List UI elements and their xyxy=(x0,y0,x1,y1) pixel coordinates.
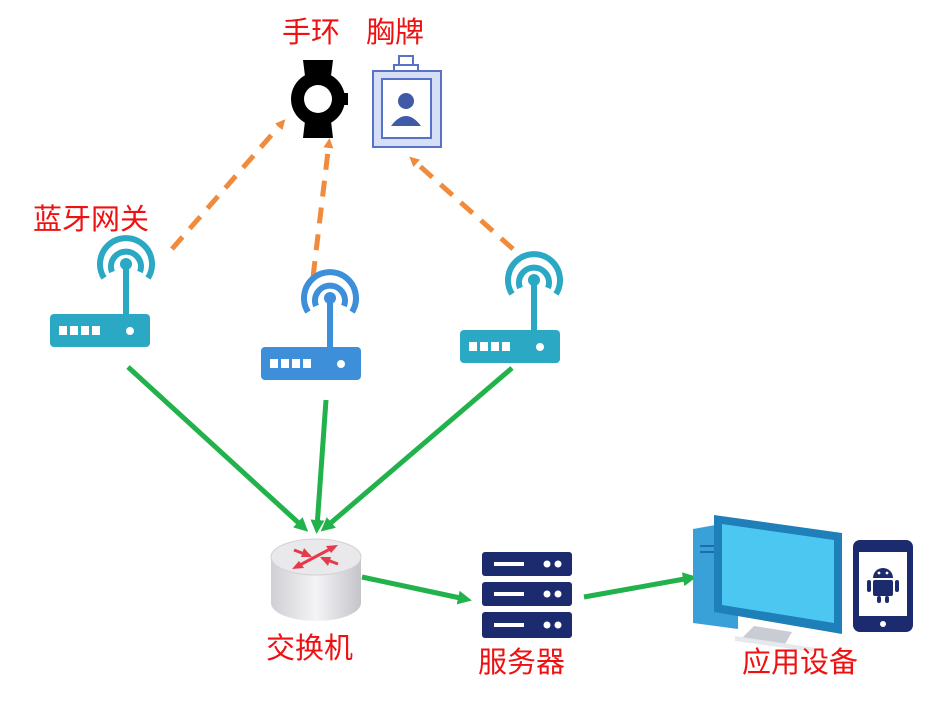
app-device-label: 应用设备 xyxy=(742,645,859,679)
gateway-icon xyxy=(261,269,361,380)
green-arrow-left-gateway xyxy=(126,365,309,532)
gateway-icon xyxy=(50,235,155,347)
badge-label: 胸牌 xyxy=(366,15,425,49)
bluetooth-gateway-label: 蓝牙网关 xyxy=(33,202,150,236)
wristband-label: 手环 xyxy=(282,15,341,49)
green-arrow-switch-server xyxy=(361,574,472,605)
android-phone-icon xyxy=(853,540,913,632)
green-arrow-server-devices xyxy=(583,572,697,600)
desktop-computer-icon xyxy=(693,515,842,652)
server-label: 服务器 xyxy=(478,645,566,679)
dashed-arrow-left xyxy=(170,119,286,251)
switch-label: 交换机 xyxy=(266,631,354,665)
green-arrow-middle-gateway xyxy=(310,399,329,534)
green-arrow-right-gateway xyxy=(320,366,514,532)
gateway-icon xyxy=(460,251,563,363)
switch-icon xyxy=(270,538,362,621)
dashed-arrow-right xyxy=(409,156,515,251)
dashed-arrow-middle xyxy=(310,138,334,278)
server-icon xyxy=(482,552,572,638)
badge-icon xyxy=(372,55,442,148)
wristband-icon xyxy=(291,60,348,138)
